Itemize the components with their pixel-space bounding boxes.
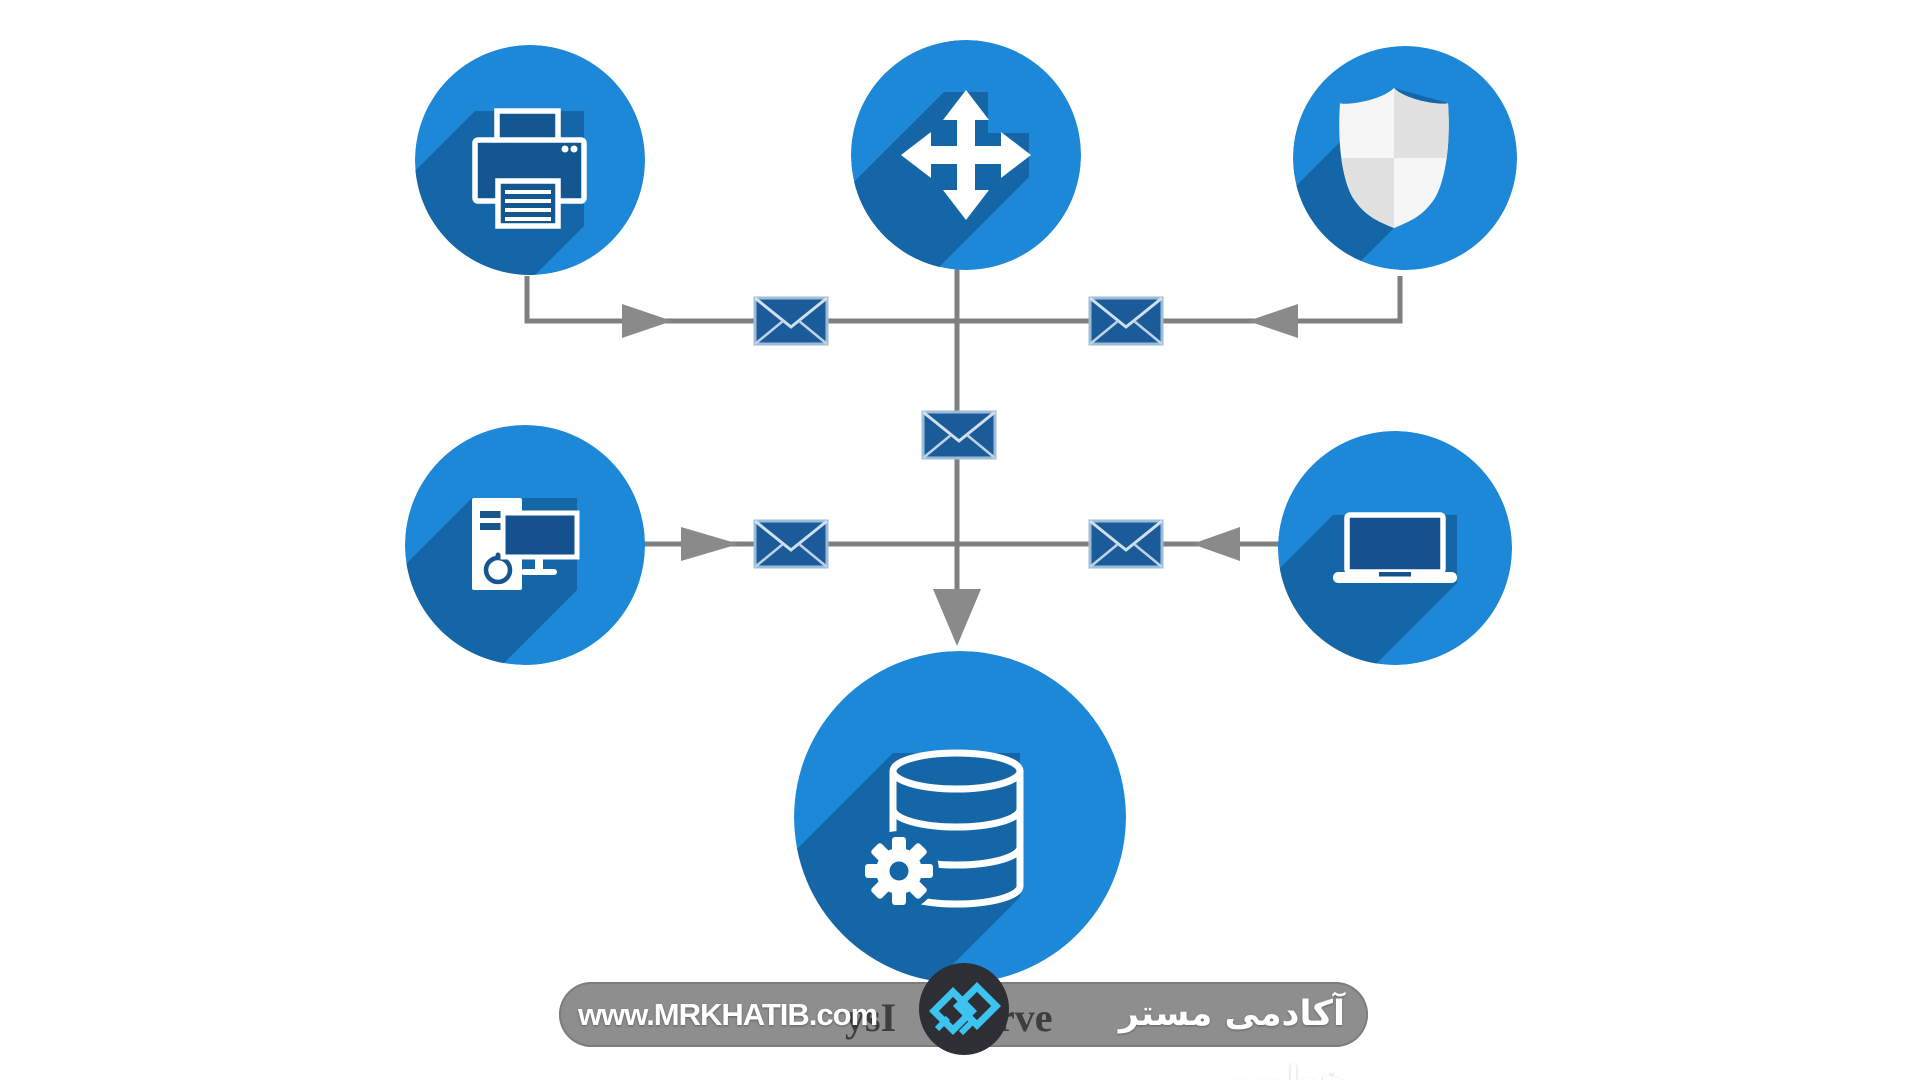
- flow-arrowhead-down: [933, 589, 981, 646]
- database-node: [794, 651, 1126, 983]
- message-envelope-icon: [753, 519, 829, 569]
- message-envelope-icon: [921, 410, 997, 460]
- move-arrows-node: [851, 40, 1081, 270]
- message-envelope-icon: [753, 296, 829, 346]
- gear-icon: [859, 831, 939, 911]
- laptop-node: [1278, 431, 1512, 665]
- academy-name: آکادمی مستر خطیب: [1118, 994, 1345, 1080]
- background-caption-left: ysI: [845, 995, 897, 1040]
- flow-arrowhead-left: [1192, 527, 1240, 561]
- printer-node: [415, 45, 645, 275]
- desktop-computer-icon: [472, 498, 580, 590]
- shield-node: [1293, 46, 1517, 270]
- message-envelope-icon: [1088, 519, 1164, 569]
- mrkhatib-logo-icon: [928, 981, 1002, 1036]
- four-direction-arrows-icon: [901, 90, 1031, 220]
- printer-icon: [472, 108, 587, 229]
- message-envelope-icon: [1088, 296, 1164, 346]
- logo-disc: [919, 963, 1009, 1055]
- flow-arrowhead-right: [681, 527, 739, 561]
- laptop-icon: [1333, 512, 1457, 583]
- website-url: www.MRKHATIB.com: [578, 997, 878, 1032]
- flow-arrowhead-right: [622, 304, 672, 338]
- flow-arrowhead-left: [1248, 304, 1298, 338]
- desktop-node: [405, 425, 645, 665]
